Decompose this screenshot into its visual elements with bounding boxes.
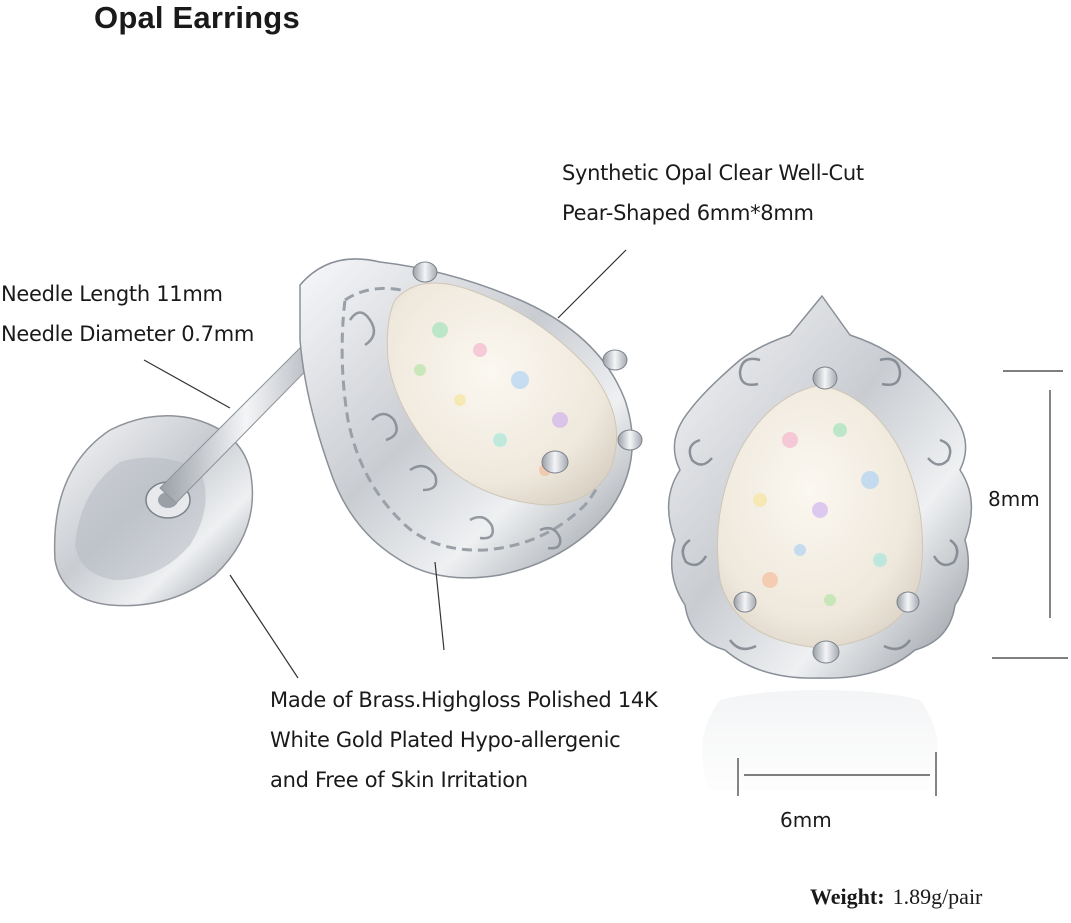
opal-spec-line-1: Synthetic Opal Clear Well-Cut	[562, 161, 864, 185]
width-dimension-label: 6mm	[780, 808, 832, 832]
weight-value: 1.89g/pair	[892, 884, 983, 909]
setting-leader-line	[434, 561, 445, 651]
dimension-lines	[737, 370, 1068, 796]
needle-spec-line-2: Needle Diameter 0.7mm	[1, 322, 255, 346]
opal-stone-left	[386, 282, 618, 506]
weight-label: Weight:	[810, 884, 885, 909]
material-spec-line-1: Made of Brass.Highgloss Polished 14K	[270, 688, 658, 712]
material-spec-line-3: and Free of Skin Irritation	[270, 768, 528, 792]
needle-leader-line	[143, 359, 231, 409]
weight-info: Weight: 1.89g/pair	[810, 884, 982, 910]
prongs-right	[733, 366, 920, 664]
height-dimension-label: 8mm	[988, 487, 1040, 511]
opal-leader-line	[557, 249, 627, 319]
opal-spec-label: Synthetic Opal Clear Well-Cut Pear-Shape…	[562, 153, 864, 233]
material-spec-label: Made of Brass.Highgloss Polished 14K Whi…	[270, 680, 658, 800]
page-title: Opal Earrings	[94, 0, 300, 35]
opal-spec-line-2: Pear-Shaped 6mm*8mm	[562, 201, 814, 225]
prongs-left	[412, 261, 643, 474]
leader-lines	[143, 249, 627, 679]
material-spec-line-2: White Gold Plated Hypo-allergenic	[270, 728, 621, 752]
back-leader-line	[229, 574, 299, 679]
needle-spec-label: Needle Length 11mm Needle Diameter 0.7mm	[1, 274, 254, 354]
needle-spec-line-1: Needle Length 11mm	[1, 282, 223, 306]
earring-reflection	[690, 690, 970, 800]
